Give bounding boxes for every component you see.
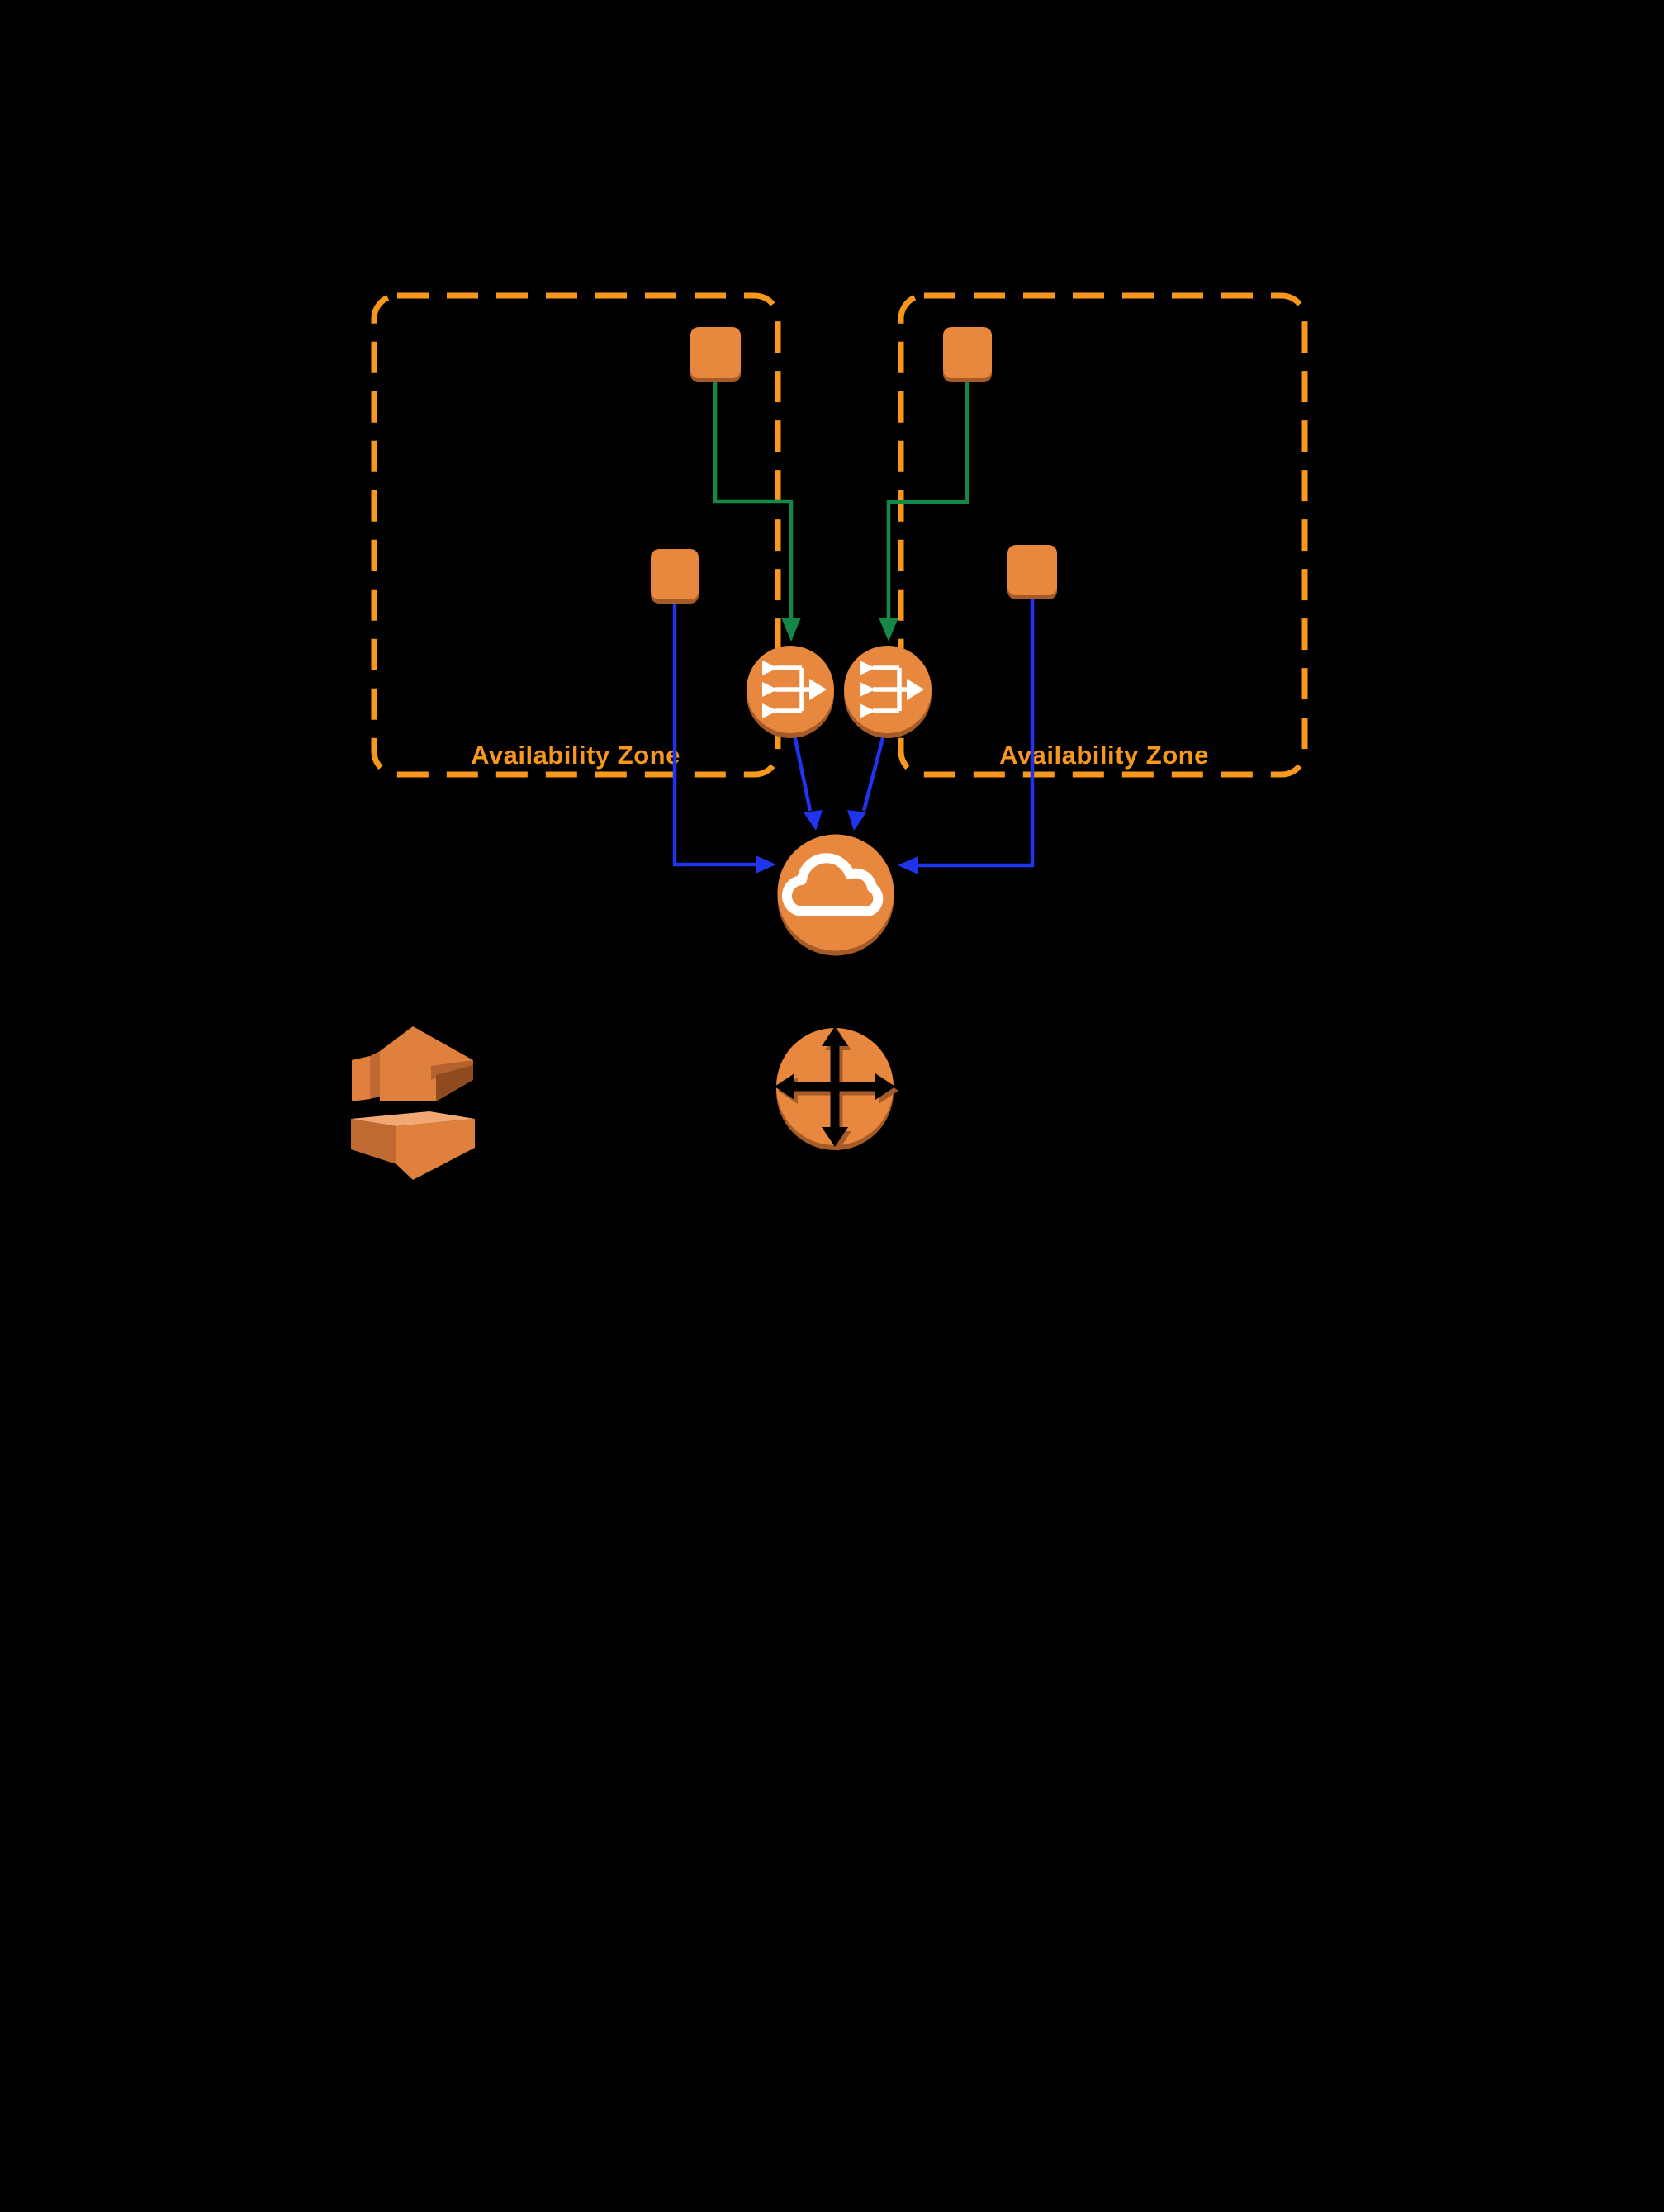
amazon-vpc-icon bbox=[351, 1026, 475, 1180]
nat-gateway-icon-left bbox=[747, 646, 834, 738]
internet-gateway-icon bbox=[777, 834, 894, 956]
cloud-icon bbox=[782, 853, 884, 916]
availability-zone-left-boundary bbox=[371, 292, 781, 778]
arrowhead-left-icon bbox=[898, 856, 918, 874]
arrowhead-right-icon bbox=[756, 855, 776, 874]
arrowhead-down-icon bbox=[804, 810, 823, 831]
subnet-icon-mid-left bbox=[651, 549, 699, 604]
arrowhead-down-icon bbox=[879, 618, 898, 642]
green-connector-left bbox=[713, 378, 801, 642]
blue-connector-left-subnet bbox=[672, 599, 776, 874]
arrowhead-down-icon bbox=[781, 618, 801, 642]
subnet-icon-top-right bbox=[943, 327, 992, 382]
blue-connector-nat-left bbox=[792, 734, 823, 831]
blue-connector-right-subnet bbox=[898, 594, 1035, 874]
subnet-icon-mid-right bbox=[1007, 545, 1057, 599]
subnet-icon-top-left bbox=[690, 327, 741, 382]
vpc-router-icon bbox=[775, 1026, 898, 1151]
availability-zone-right-boundary bbox=[898, 292, 1308, 778]
nat-gateway-icon-right bbox=[844, 646, 932, 738]
blue-connector-nat-right bbox=[847, 734, 886, 831]
arrowhead-down-icon bbox=[847, 810, 866, 831]
green-connector-right bbox=[879, 378, 969, 642]
availability-zone-label-left: Availability Zone bbox=[471, 741, 680, 770]
availability-zone-label-right: Availability Zone bbox=[999, 741, 1209, 770]
